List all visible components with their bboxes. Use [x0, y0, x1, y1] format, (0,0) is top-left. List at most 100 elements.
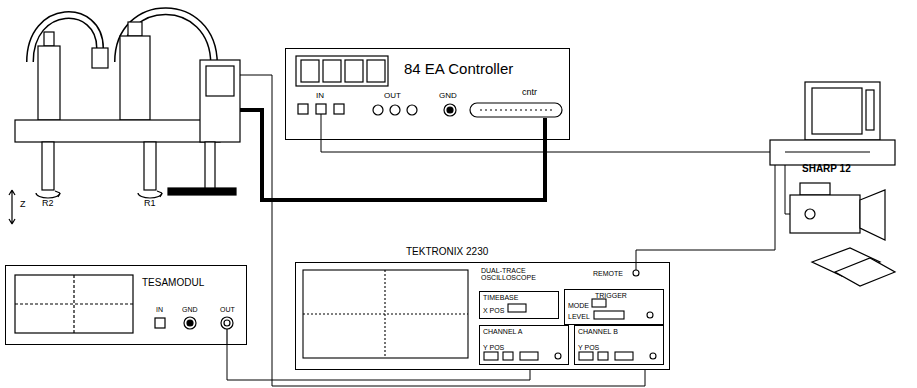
- controller-panel-parts: [296, 56, 388, 86]
- controller-panel-parts: [296, 56, 562, 117]
- oscilloscope-panel-parts: [633, 270, 639, 276]
- panel-label: REMOTE: [593, 270, 623, 277]
- controller-panel-parts: [345, 60, 363, 82]
- panel-label: DUAL-TRACE OSCILLOSCOPE: [481, 267, 545, 281]
- computer: [812, 88, 862, 134]
- robot-mechanism: [36, 193, 60, 198]
- video-camera: [800, 183, 830, 195]
- oscilloscope-panel-parts: [650, 353, 656, 359]
- panel-label: X POS: [483, 307, 504, 314]
- controller-panel-parts: [444, 104, 456, 116]
- tesamodul-panel-parts: [184, 317, 196, 329]
- panel-label: IN: [316, 92, 324, 100]
- oscilloscope-panel-parts: [579, 352, 593, 360]
- controller-panel-parts: [470, 103, 562, 117]
- oscilloscope-panel-parts: [555, 353, 561, 359]
- video-camera: [835, 258, 895, 286]
- component-title: 84 EA Controller: [404, 61, 513, 76]
- robot-mechanism: [55, 191, 60, 197]
- controller-panel-parts: [334, 104, 344, 114]
- signal-cable: [227, 345, 530, 380]
- timebase-section: TIMEBASE X POS: [479, 291, 559, 319]
- robot-mechanism: [138, 193, 162, 198]
- controller-panel-parts: [301, 60, 319, 82]
- tesamodul-panel-parts: [15, 275, 233, 345]
- panel-label: IN: [156, 306, 163, 313]
- tesamodul-panel-parts: [15, 275, 133, 333]
- controller-panel-parts: [447, 107, 453, 113]
- tesamodul-panel-parts: [226, 329, 227, 345]
- video-camera: [805, 209, 815, 219]
- robot-mechanism: [120, 36, 150, 120]
- panel-label: cntr: [522, 88, 537, 97]
- tesamodul-panel-parts: [224, 320, 230, 326]
- signal-wire: [240, 75, 790, 386]
- video-camera: [860, 190, 885, 240]
- component-title: CHANNEL A: [483, 328, 522, 335]
- robot-mechanism: [42, 142, 54, 190]
- tesamodul-box: TESAMODUL IN GND OUT: [5, 265, 247, 345]
- panel-label: MODE: [568, 302, 589, 309]
- rotation-label: R1: [144, 199, 156, 208]
- robot-mechanism: [92, 48, 108, 68]
- component-title: TEKTRONIX 2230: [406, 247, 488, 257]
- computer: [785, 151, 870, 152]
- controller-panel-parts: [480, 109, 552, 110]
- camera-device: SHARP 12: [780, 162, 890, 287]
- oscilloscope-panel-parts: [520, 352, 538, 360]
- component-title: CHANNEL B: [578, 328, 618, 335]
- signal-wire: [785, 165, 790, 214]
- controller-panel-parts: [367, 60, 385, 82]
- controller-panel-parts: [316, 104, 326, 114]
- axis-label: Z: [20, 200, 26, 209]
- robot-mechanism: [44, 32, 54, 46]
- robot-mechanism: [157, 191, 162, 197]
- robot-mechanism: [205, 142, 215, 190]
- component-title: TESAMODUL: [142, 278, 204, 288]
- tesamodul-panel-parts: [221, 317, 233, 329]
- panel-label: GND: [439, 92, 457, 100]
- channel-b-section: CHANNEL B Y POS: [574, 325, 664, 365]
- oscilloscope-panel-parts: [592, 299, 606, 307]
- component-title: TIMEBASE: [483, 294, 518, 301]
- oscilloscope-panel-parts: [647, 312, 653, 318]
- panel-label: Y POS: [483, 344, 504, 351]
- computer: [805, 82, 880, 140]
- oscilloscope-panel-parts: [615, 352, 633, 360]
- video-camera: [790, 195, 860, 233]
- robot-mechanism: [128, 22, 142, 36]
- panel-label: GND: [182, 306, 198, 313]
- robot-mechanism: [9, 190, 15, 224]
- robot-mechanism: [200, 60, 240, 142]
- oscilloscope-box: TIMEBASE X POS TRIGGER MODE LEVEL CHANNEL A Y …: [295, 262, 670, 370]
- oscilloscope-panel-parts: [303, 270, 468, 358]
- panel-label: OUT: [220, 306, 235, 313]
- controller-panel-parts: [373, 105, 383, 115]
- robot-mechanism: [144, 142, 156, 190]
- tesamodul-panel-parts: [187, 320, 193, 326]
- trigger-section: TRIGGER MODE LEVEL: [564, 289, 664, 325]
- robot-mechanism: [15, 120, 220, 142]
- panel-label: Y POS: [578, 344, 599, 351]
- controller-box: 84 EA ControllerIN OUT GND cntr: [285, 48, 570, 140]
- oscilloscope-panel-parts: [503, 352, 513, 360]
- signal-wire: [240, 75, 645, 386]
- controller-panel-parts: [407, 105, 417, 115]
- oscilloscope-panel-parts: [484, 352, 498, 360]
- signal-wire: [636, 165, 775, 270]
- computer: [770, 82, 895, 165]
- oscilloscope-panel-parts: [594, 311, 624, 319]
- panel-label: OUT: [384, 92, 401, 100]
- channel-a-section: CHANNEL A Y POS: [479, 325, 569, 365]
- oscilloscope-panel-parts: [598, 352, 608, 360]
- robot-mechanism: [168, 188, 236, 195]
- panel-label: LEVEL: [568, 313, 590, 320]
- controller-panel-parts: [323, 60, 341, 82]
- video-camera: [790, 183, 895, 286]
- tesamodul-panel-parts: [155, 318, 165, 328]
- component-title: TRIGGER: [595, 292, 627, 299]
- robot-mechanism: [206, 66, 234, 96]
- tesamodul-panel-parts: [15, 275, 133, 333]
